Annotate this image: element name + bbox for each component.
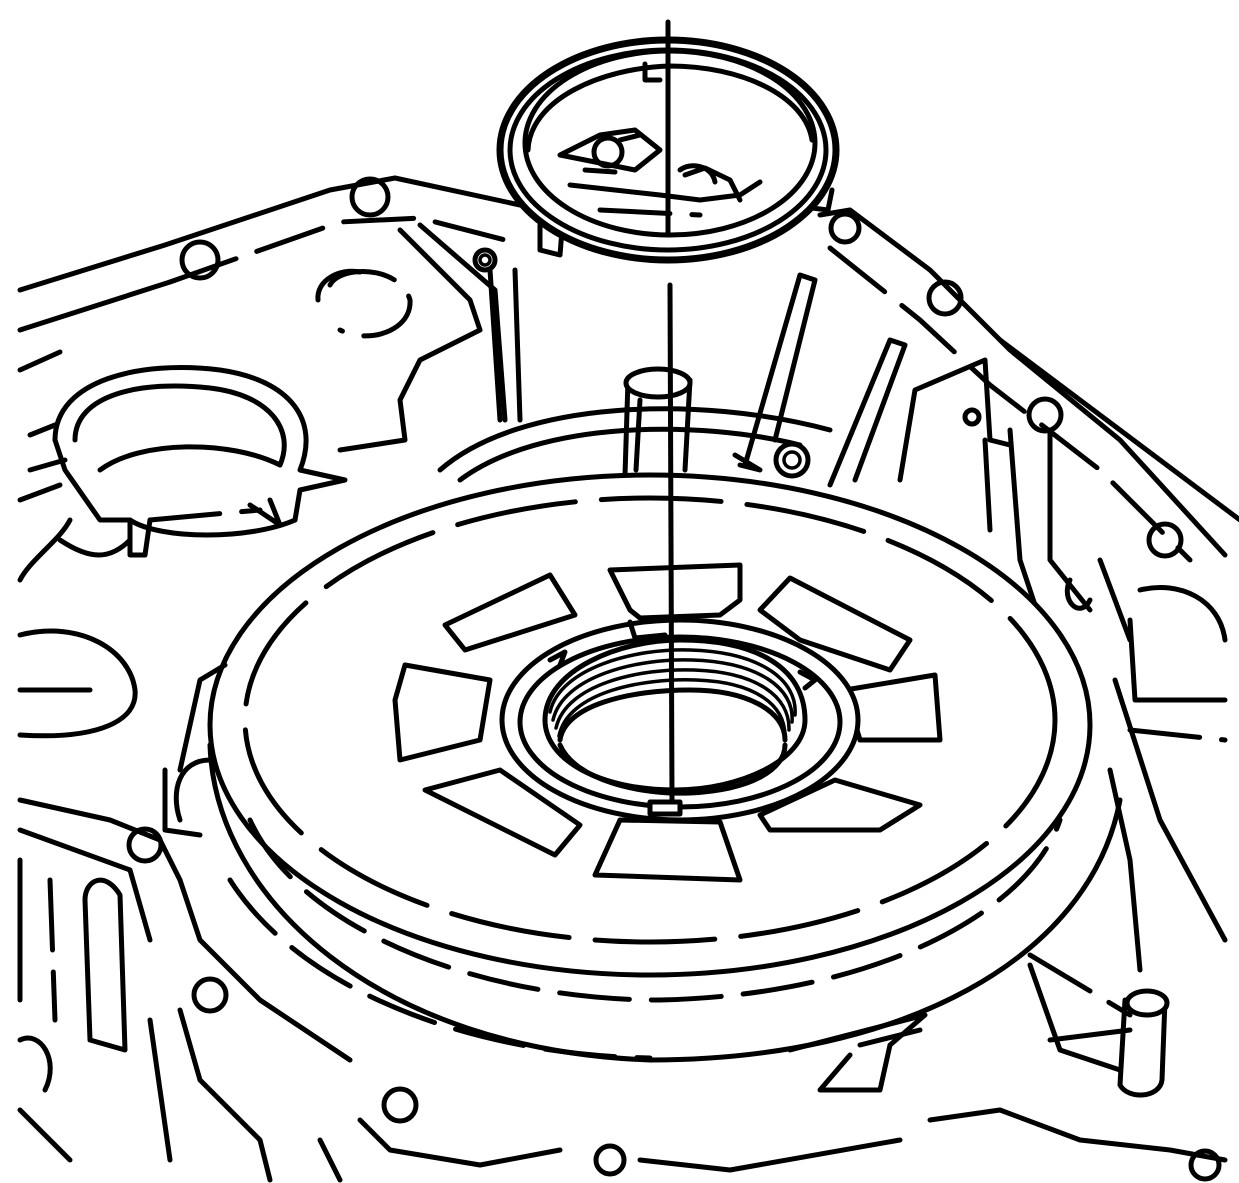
bolt-boss-right-top bbox=[828, 211, 862, 245]
bolt-boss-top bbox=[349, 176, 391, 218]
threaded-hole bbox=[773, 441, 811, 479]
locating-tab bbox=[647, 799, 683, 817]
left-bearing-bore bbox=[27, 365, 348, 558]
bolt-boss-bottom-right bbox=[1188, 1148, 1222, 1182]
pump-slot-2 bbox=[607, 562, 743, 621]
pump-slot-6 bbox=[592, 817, 743, 883]
bolt-boss-bottom-left bbox=[191, 976, 229, 1014]
bolt-boss-right-low bbox=[1146, 521, 1184, 559]
bolt-boss-right bbox=[926, 279, 964, 317]
pump-slot-1 bbox=[442, 572, 578, 653]
pump-assembly bbox=[162, 366, 1143, 1093]
pump-slot-8 bbox=[392, 662, 493, 763]
pump-slot-5 bbox=[757, 777, 923, 833]
alignment-centerline bbox=[665, 19, 675, 803]
dowel-pin bbox=[1124, 988, 1170, 1018]
bolt-boss-bottom bbox=[381, 1086, 419, 1124]
bolt-boss-bottom-mid bbox=[593, 1143, 627, 1177]
bolt-boss-left bbox=[179, 239, 221, 281]
bolt-boss-right-mid bbox=[1026, 396, 1064, 434]
transmission-case bbox=[17, 175, 1239, 1183]
pump-slot-3 bbox=[757, 575, 913, 673]
pump-body-inner-ring bbox=[242, 495, 1058, 945]
pump-slot-7 bbox=[422, 767, 583, 858]
